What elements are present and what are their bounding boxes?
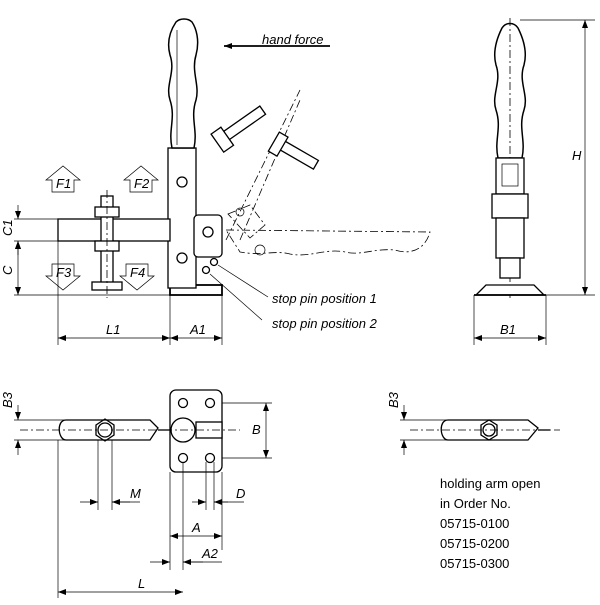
dim-b3-left: B3 [0, 391, 15, 408]
force-arrow-f4: F4 [119, 263, 155, 291]
force-arrow-f2: F2 [123, 165, 159, 193]
dim-d: D [236, 486, 245, 501]
svg-text:F2: F2 [134, 176, 150, 191]
dim-l: L [138, 576, 145, 591]
dim-b: B [252, 422, 261, 437]
dim-a1: A1 [189, 322, 206, 337]
svg-text:F1: F1 [56, 176, 71, 191]
front-spindle-block [495, 217, 525, 259]
dim-b1: B1 [500, 322, 516, 337]
note-line-3: 05715-0100 [440, 516, 510, 531]
dim-a2: A2 [201, 546, 219, 561]
stop-pin-1-label: stop pin position 1 [272, 291, 377, 306]
top-view: B3 B M D A A2 L [0, 389, 272, 598]
open-arm-view: B3 [386, 391, 560, 455]
order-note: holding arm open in Order No. 05715-0100… [440, 474, 540, 574]
front-column [495, 157, 525, 195]
force-arrow-f3: F3 [45, 263, 81, 291]
note-line-4: 05715-0200 [440, 536, 510, 551]
side-view: hand force F1 F2 F3 F4 stop pin position… [0, 18, 431, 345]
dim-h: H [572, 148, 582, 163]
front-pivot [491, 193, 529, 219]
front-base [474, 284, 546, 296]
dim-l1: L1 [106, 322, 120, 337]
pivot-block [193, 214, 223, 258]
svg-text:F3: F3 [56, 265, 72, 280]
note-line-1: holding arm open [440, 476, 541, 491]
dim-b3-right: B3 [386, 391, 401, 408]
stop-pin-2-label: stop pin position 2 [272, 316, 378, 331]
handle-grip [167, 18, 199, 149]
note-line-2: in Order No. [440, 496, 511, 511]
holding-arm [57, 218, 171, 242]
svg-text:F4: F4 [130, 265, 145, 280]
dim-c1: C1 [0, 219, 15, 236]
note-line-5: 05715-0300 [440, 556, 510, 571]
front-handle-grip [493, 22, 527, 159]
dim-c: C [0, 265, 15, 275]
clamp-body [167, 147, 197, 289]
front-view: H B1 [473, 18, 595, 345]
force-arrow-f1: F1 [45, 165, 81, 193]
dim-a: A [191, 520, 201, 535]
top-holding-arm [58, 419, 159, 441]
open-position-phantom [210, 89, 431, 256]
dim-m: M [130, 486, 141, 501]
hand-force-label: hand force [262, 32, 323, 47]
stop-pin-2 [201, 265, 211, 275]
stop-pin-1 [209, 257, 219, 267]
